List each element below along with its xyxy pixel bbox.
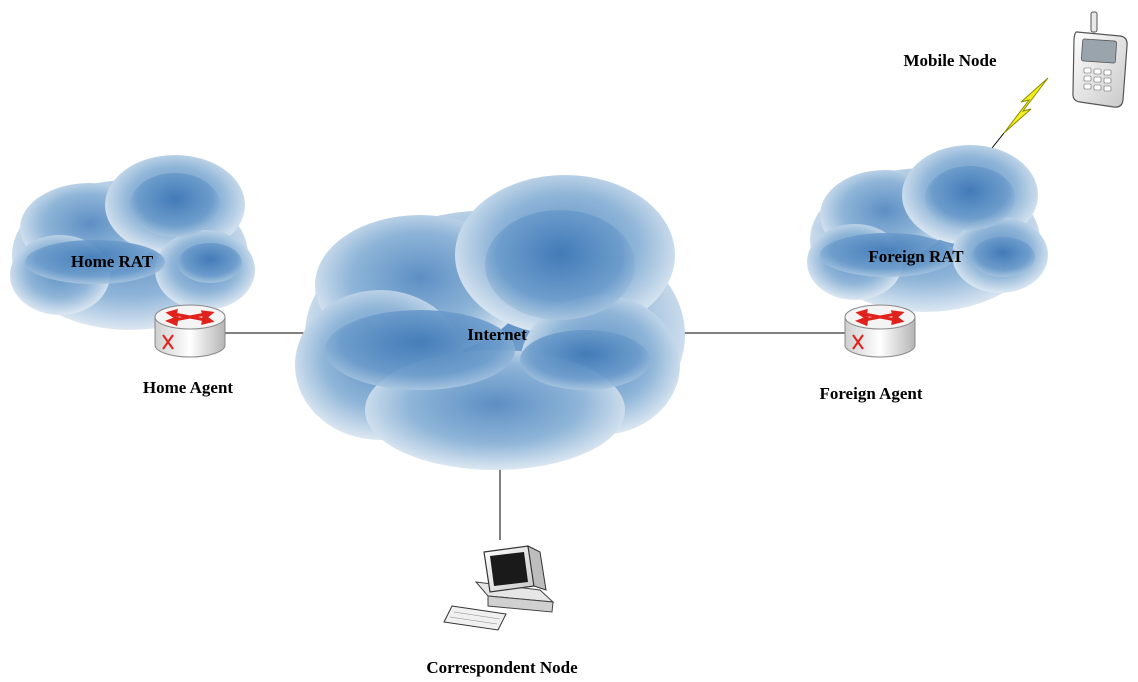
internet-cloud-icon: [295, 175, 685, 470]
mobile-node-label: Mobile Node: [903, 51, 996, 70]
mobile-phone-icon: [1072, 11, 1128, 108]
home-agent-label: Home Agent: [143, 378, 234, 397]
correspondent-node-label: Correspondent Node: [426, 658, 578, 677]
home-agent-router-icon: [154, 304, 226, 358]
foreign-rat-label: Foreign RAT: [868, 247, 964, 266]
home-rat-cloud-icon: [10, 155, 255, 330]
lightning-bolt-icon: [1003, 77, 1049, 134]
links: [223, 132, 1005, 540]
foreign-agent-label: Foreign Agent: [819, 384, 922, 403]
home-rat-label: Home RAT: [71, 252, 154, 271]
foreign-agent-router-icon: [844, 304, 916, 358]
internet-label: Internet: [467, 325, 527, 344]
desktop-computer-icon: [443, 545, 555, 631]
link-foreign-rat-wireless: [991, 132, 1005, 149]
foreign-rat-cloud-icon: [807, 145, 1048, 312]
